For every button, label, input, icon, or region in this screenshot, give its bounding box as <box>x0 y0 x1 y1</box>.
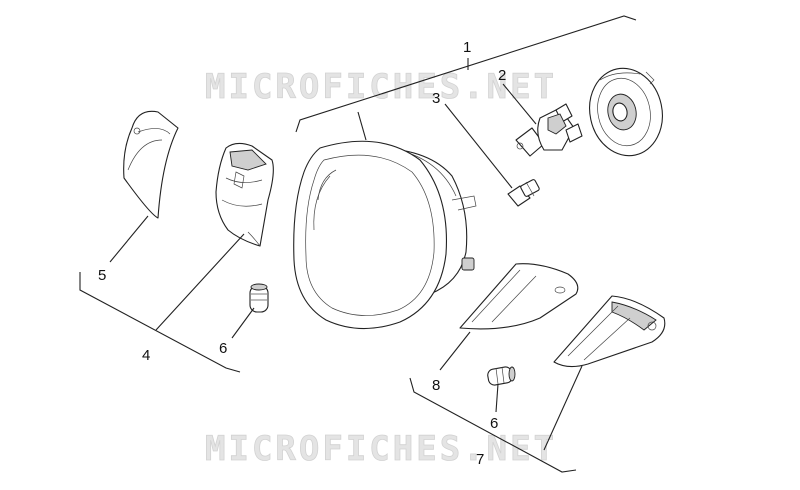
leader-6-right <box>495 383 499 413</box>
callout-6-right: 6 <box>490 415 498 432</box>
callout-8: 8 <box>432 377 440 394</box>
part-8-lens-right[interactable] <box>459 263 579 330</box>
callout-4: 4 <box>142 347 150 364</box>
leader-7 <box>543 365 583 451</box>
leader-5 <box>109 215 149 263</box>
callout-6-left: 6 <box>219 340 227 357</box>
part-3-bulb[interactable] <box>507 179 540 207</box>
part-7-housing-right[interactable] <box>553 295 666 368</box>
leader-4 <box>155 233 245 331</box>
part-4-housing-left[interactable] <box>215 142 274 247</box>
part-2-main-bulb[interactable] <box>515 103 583 157</box>
callout-2: 2 <box>498 67 506 84</box>
leader-1 <box>357 111 367 141</box>
leader-6-left <box>231 307 255 339</box>
bracket-1 <box>295 15 637 133</box>
callout-1: 1 <box>463 39 471 56</box>
bracket-4 <box>79 272 241 373</box>
callout-7: 7 <box>476 451 484 468</box>
leader-8 <box>439 331 471 371</box>
watermark-bottom: MICROFICHES.NET <box>205 429 557 469</box>
leader-2 <box>502 83 537 125</box>
callout-5: 5 <box>98 267 106 284</box>
rear-socket-cover[interactable] <box>582 61 671 162</box>
part-6-bulb-right[interactable] <box>487 366 516 386</box>
part-6-bulb-left[interactable] <box>249 283 269 313</box>
part-1-headlight[interactable] <box>293 140 477 330</box>
part-5-lens[interactable] <box>123 110 179 219</box>
leader-3 <box>444 103 513 189</box>
leader-lines <box>109 83 583 451</box>
bracket-7 <box>409 377 577 473</box>
watermark-top: MICROFICHES.NET <box>205 67 557 107</box>
callout-3: 3 <box>432 90 440 107</box>
